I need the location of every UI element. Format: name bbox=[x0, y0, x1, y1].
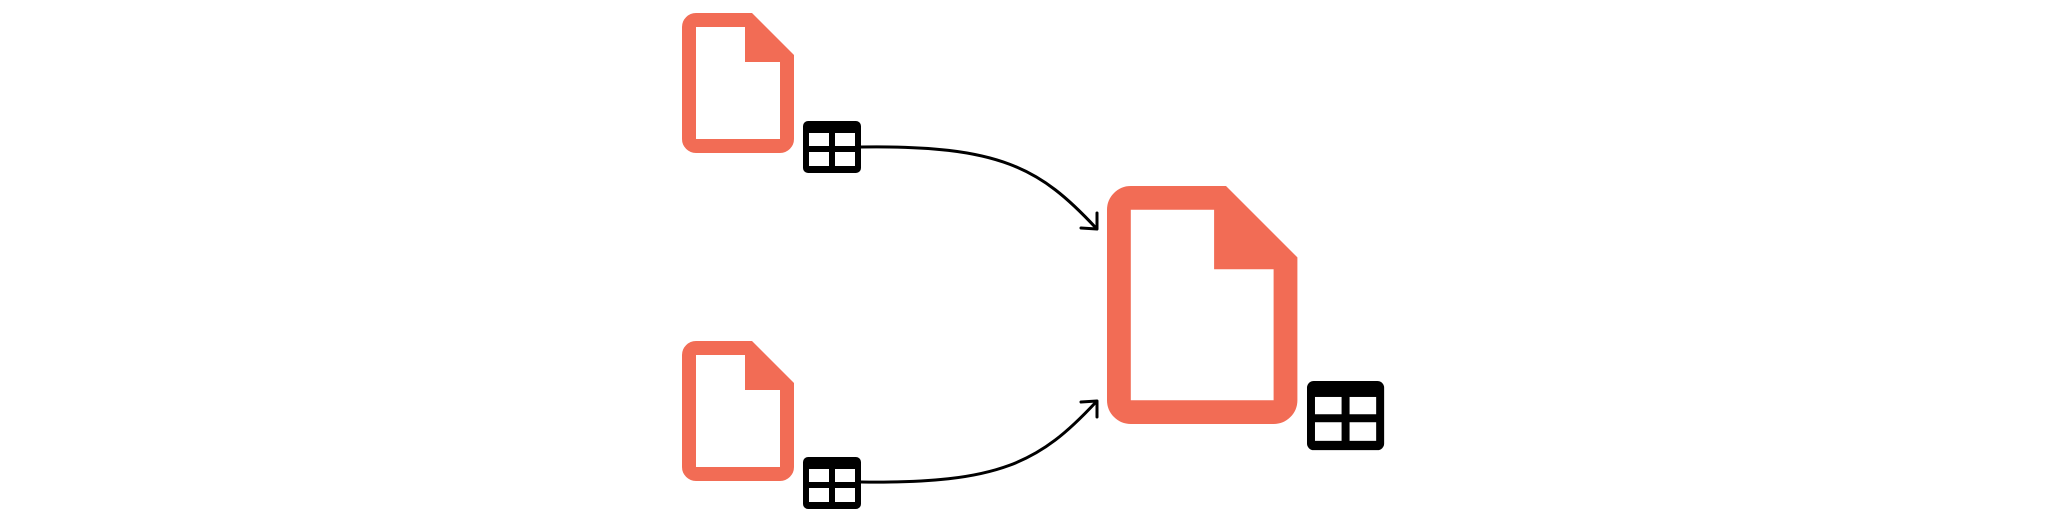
table-icon bbox=[1307, 381, 1385, 451]
table-icon bbox=[803, 121, 861, 173]
arrow-head-icon bbox=[1079, 399, 1099, 419]
source-file-1 bbox=[682, 13, 861, 173]
arrow-2 bbox=[859, 399, 1099, 484]
source-file-2 bbox=[682, 341, 861, 509]
file-icon bbox=[682, 13, 794, 153]
arrow-1 bbox=[859, 145, 1099, 231]
arrow-line bbox=[859, 400, 1098, 484]
file-icon bbox=[682, 341, 794, 481]
file-icon bbox=[1107, 186, 1298, 424]
table-icon bbox=[803, 457, 861, 509]
merged-file bbox=[1107, 186, 1385, 451]
arrow-line bbox=[859, 145, 1098, 230]
arrow-head-icon bbox=[1079, 211, 1099, 231]
